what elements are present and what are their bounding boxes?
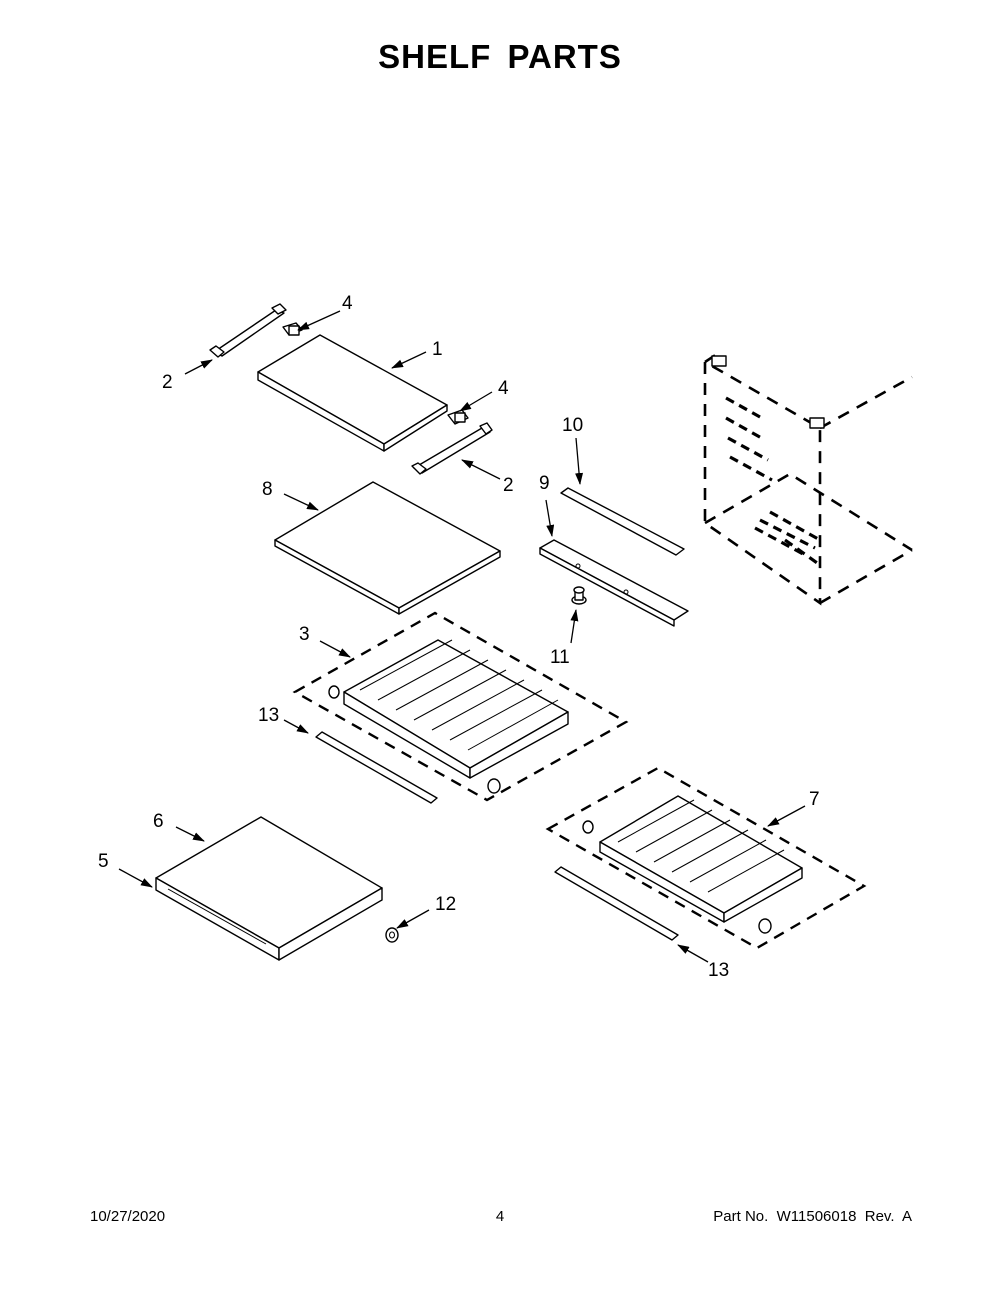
callout-7: 7 <box>809 789 820 810</box>
callout-13-left: 13 <box>258 705 279 726</box>
part-12-cap <box>385 927 399 943</box>
callout-3: 3 <box>299 624 310 645</box>
part-2-upper-bracket <box>209 303 287 358</box>
callout-10: 10 <box>562 415 583 436</box>
callout-1: 1 <box>432 339 443 360</box>
part-4-lower-screw <box>447 409 469 425</box>
footer-page-number: 4 <box>495 1208 505 1225</box>
callout-9: 9 <box>539 473 550 494</box>
callout-5: 5 <box>98 851 109 872</box>
callout-8: 8 <box>262 479 273 500</box>
part-8-glass-shelf <box>274 481 501 615</box>
part-13-right-trim <box>554 866 679 941</box>
part-2-right-bracket <box>411 422 493 475</box>
part-10-trim-strip <box>560 487 685 556</box>
part-13-left-trim <box>315 731 438 804</box>
callout-6: 6 <box>153 811 164 832</box>
callout-11: 11 <box>550 647 570 668</box>
part-9-shelf-support <box>539 539 689 627</box>
cabinet-reference <box>703 350 913 606</box>
footer-part-number: Part No. W11506018 Rev. A <box>713 1208 912 1225</box>
part-11-stud <box>571 586 587 605</box>
callout-4-upper: 4 <box>342 293 353 314</box>
callout-2-left: 2 <box>162 372 173 393</box>
page-title: SHELF PARTS <box>378 38 622 75</box>
leader-lines <box>118 310 806 963</box>
part-3-sliding-shelf <box>292 611 629 802</box>
callout-2-right: 2 <box>503 475 514 496</box>
part-7-sliding-shelf <box>545 766 867 950</box>
part-1-glass-shelf <box>257 334 448 452</box>
footer-date: 10/27/2020 <box>90 1208 166 1225</box>
callout-13-right: 13 <box>708 960 729 981</box>
part-6-drawer-cover <box>155 816 383 961</box>
callout-12: 12 <box>435 894 456 915</box>
callout-4-lower: 4 <box>498 378 509 399</box>
